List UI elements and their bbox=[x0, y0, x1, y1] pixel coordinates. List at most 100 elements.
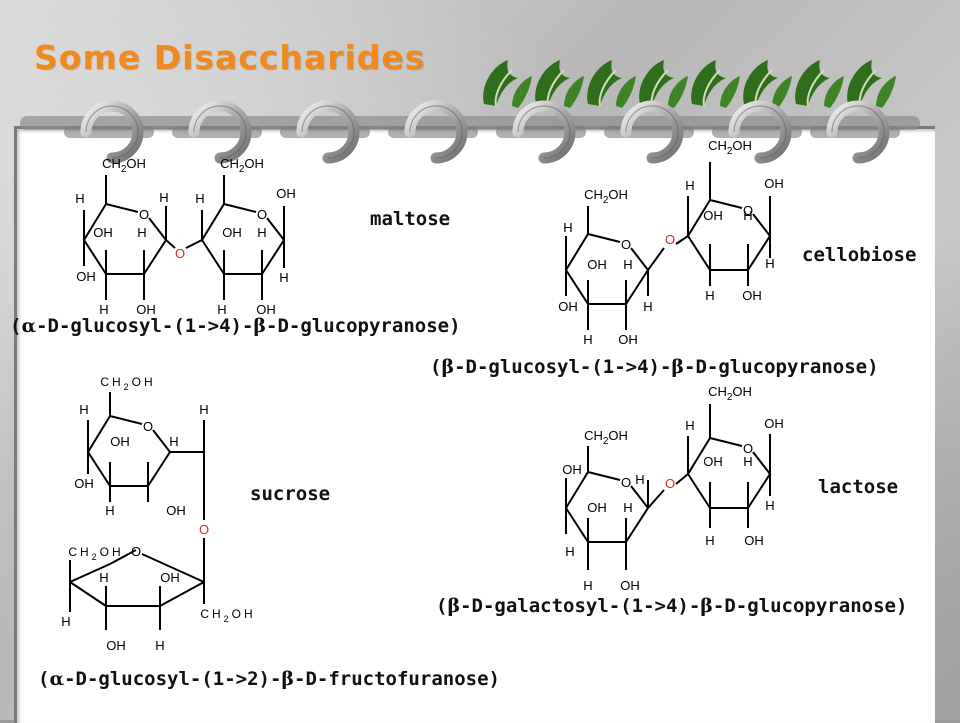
atom-label: H bbox=[743, 208, 752, 223]
ring-oxygen: O bbox=[143, 419, 153, 434]
atom-label: H bbox=[137, 225, 146, 240]
maltose-systematic-name: (α-D-glucosyl-(1->4)-β-D-glucopyranose) bbox=[10, 315, 461, 337]
atom-label: H bbox=[583, 578, 592, 593]
ch2oh-group: CH2OH bbox=[100, 375, 155, 392]
atom-label: H bbox=[765, 256, 774, 271]
cellobiose-name: cellobiose bbox=[802, 244, 917, 266]
atom-label: OH bbox=[160, 570, 180, 585]
glycosidic-oxygen: O bbox=[665, 232, 675, 247]
ring-oxygen: O bbox=[131, 544, 141, 559]
atom-label: OH bbox=[744, 533, 764, 548]
ring-bond bbox=[141, 553, 205, 583]
atom-label: OH bbox=[93, 225, 113, 240]
ring-bond bbox=[625, 507, 649, 543]
atom-label: OH bbox=[106, 638, 126, 653]
atom-label: OH bbox=[74, 476, 94, 491]
ring-bond bbox=[565, 233, 589, 271]
ring-bond bbox=[147, 451, 171, 487]
atom-label: H bbox=[169, 434, 178, 449]
atom-label: H bbox=[99, 570, 108, 585]
atom-label: OH bbox=[562, 462, 582, 477]
ring-bond bbox=[201, 239, 225, 275]
atom-label: OH bbox=[587, 500, 607, 515]
atom-label: OH bbox=[742, 288, 762, 303]
ring-bond bbox=[69, 563, 111, 583]
ring-bond bbox=[747, 235, 771, 271]
atom-label: OH bbox=[587, 257, 607, 272]
ring-bond bbox=[687, 199, 711, 237]
ring-bond bbox=[565, 507, 589, 543]
ring-bond bbox=[83, 239, 107, 275]
ring-bond bbox=[143, 239, 167, 275]
atom-label: H bbox=[643, 299, 652, 314]
ring-bond bbox=[752, 451, 771, 475]
ring-bond bbox=[752, 213, 771, 237]
ring-oxygen: O bbox=[621, 237, 631, 252]
atom-label: H bbox=[61, 614, 70, 629]
page-title: Some Disaccharides bbox=[34, 38, 426, 77]
ring-bond bbox=[87, 415, 111, 453]
atom-label: H bbox=[565, 544, 574, 559]
atom-label: H bbox=[199, 402, 208, 417]
glycosidic-oxygen: O bbox=[199, 522, 209, 537]
ring-bond bbox=[630, 485, 649, 509]
ring-bond bbox=[587, 233, 621, 243]
glycosidic-bond bbox=[185, 239, 203, 249]
ring-bond bbox=[105, 203, 139, 213]
atom-label: H bbox=[75, 191, 84, 206]
glycosidic-bond bbox=[675, 473, 689, 485]
cellobiose-systematic-name: (β-D-glucosyl-(1->4)-β-D-glucopyranose) bbox=[430, 356, 879, 378]
atom-label: H bbox=[583, 332, 592, 347]
atom-label: OH bbox=[110, 434, 130, 449]
ring-bond bbox=[87, 451, 111, 487]
ring-oxygen: O bbox=[139, 207, 149, 222]
atom-label: OH bbox=[764, 176, 784, 191]
atom-label: H bbox=[195, 191, 204, 206]
ring-bond bbox=[587, 471, 621, 481]
atom-label: H bbox=[685, 418, 694, 433]
atom-label: OH bbox=[558, 299, 578, 314]
atom-label: OH bbox=[703, 454, 723, 469]
atom-label: H bbox=[705, 288, 714, 303]
ring-bond bbox=[687, 235, 711, 271]
ch2oh-group: CH2OH bbox=[68, 545, 123, 562]
ring-bond bbox=[565, 471, 589, 509]
atom-label: H bbox=[765, 498, 774, 513]
atom-label: H bbox=[159, 190, 168, 205]
lactose-systematic-name: (β-D-galactosyl-(1->4)-β-D-glucopyranose… bbox=[436, 595, 908, 617]
ch2oh-group: CH2OH bbox=[584, 187, 628, 206]
atom-label: H bbox=[635, 472, 644, 487]
ring-bond bbox=[159, 581, 205, 607]
ring-bond bbox=[625, 269, 649, 305]
ring-bond bbox=[148, 217, 167, 241]
atom-label: H bbox=[105, 503, 114, 518]
sucrose-systematic-name: (α-D-glucosyl-(1->2)-β-D-fructofuranose) bbox=[38, 668, 500, 690]
atom-label: OH bbox=[618, 332, 638, 347]
atom-label: H bbox=[685, 178, 694, 193]
ring-oxygen: O bbox=[257, 207, 267, 222]
ring-bond bbox=[261, 239, 285, 275]
ring-bond bbox=[69, 581, 107, 607]
ring-bond bbox=[709, 199, 743, 209]
atom-label: H bbox=[79, 402, 88, 417]
ch2oh-group: CH2OH bbox=[102, 156, 146, 175]
atom-label: H bbox=[217, 302, 226, 317]
atom-label: OH bbox=[764, 416, 784, 431]
glycosidic-oxygen: O bbox=[175, 246, 185, 261]
ring-bond bbox=[687, 437, 711, 475]
ring-bond bbox=[709, 437, 743, 447]
ring-bond bbox=[152, 429, 171, 453]
ch2oh-group: CH2OH bbox=[200, 607, 255, 624]
glycosidic-bond bbox=[165, 239, 176, 249]
ring-oxygen: O bbox=[743, 441, 753, 456]
atom-label: OH bbox=[166, 503, 186, 518]
ring-bond bbox=[630, 247, 649, 271]
ring-bond bbox=[747, 473, 771, 509]
atom-label: OH bbox=[222, 225, 242, 240]
atom-label: H bbox=[623, 500, 632, 515]
atom-label: OH bbox=[620, 578, 640, 593]
atom-label: OH bbox=[276, 186, 296, 201]
ch2oh-group: CH2OH bbox=[708, 384, 752, 403]
bond bbox=[109, 549, 137, 565]
